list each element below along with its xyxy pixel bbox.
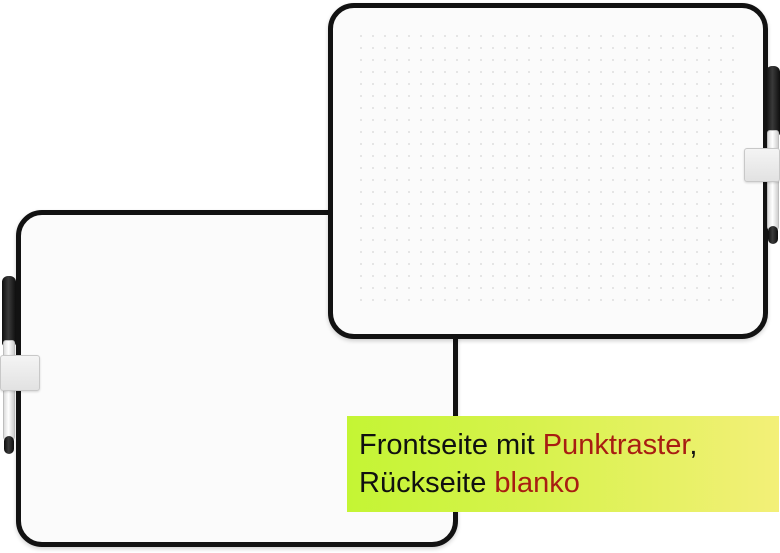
caption-front-suffix: ,	[689, 429, 698, 461]
marker-clip	[0, 355, 40, 391]
caption-back-highlight: blanko	[494, 467, 580, 499]
marker-cap	[2, 276, 16, 346]
dot-grid-pattern	[355, 30, 741, 306]
caption-front-highlight: Punktraster	[542, 429, 690, 461]
caption-line-back: Rückseite blanko	[359, 464, 779, 502]
caption-front-prefix: Frontseite mit	[359, 429, 543, 461]
marker-clip-front	[744, 148, 780, 182]
marker-cap-front	[766, 66, 780, 136]
caption-box: Frontseite mit Punktraster, Rückseite bl…	[347, 416, 779, 512]
whiteboard-dot-grid-side: ​ ​	[328, 3, 768, 339]
marker-tip-front	[768, 226, 778, 244]
caption-line-front: Frontseite mit Punktraster,	[359, 426, 779, 464]
marker-tip	[4, 436, 14, 454]
caption-back-prefix: Rückseite	[359, 467, 495, 499]
